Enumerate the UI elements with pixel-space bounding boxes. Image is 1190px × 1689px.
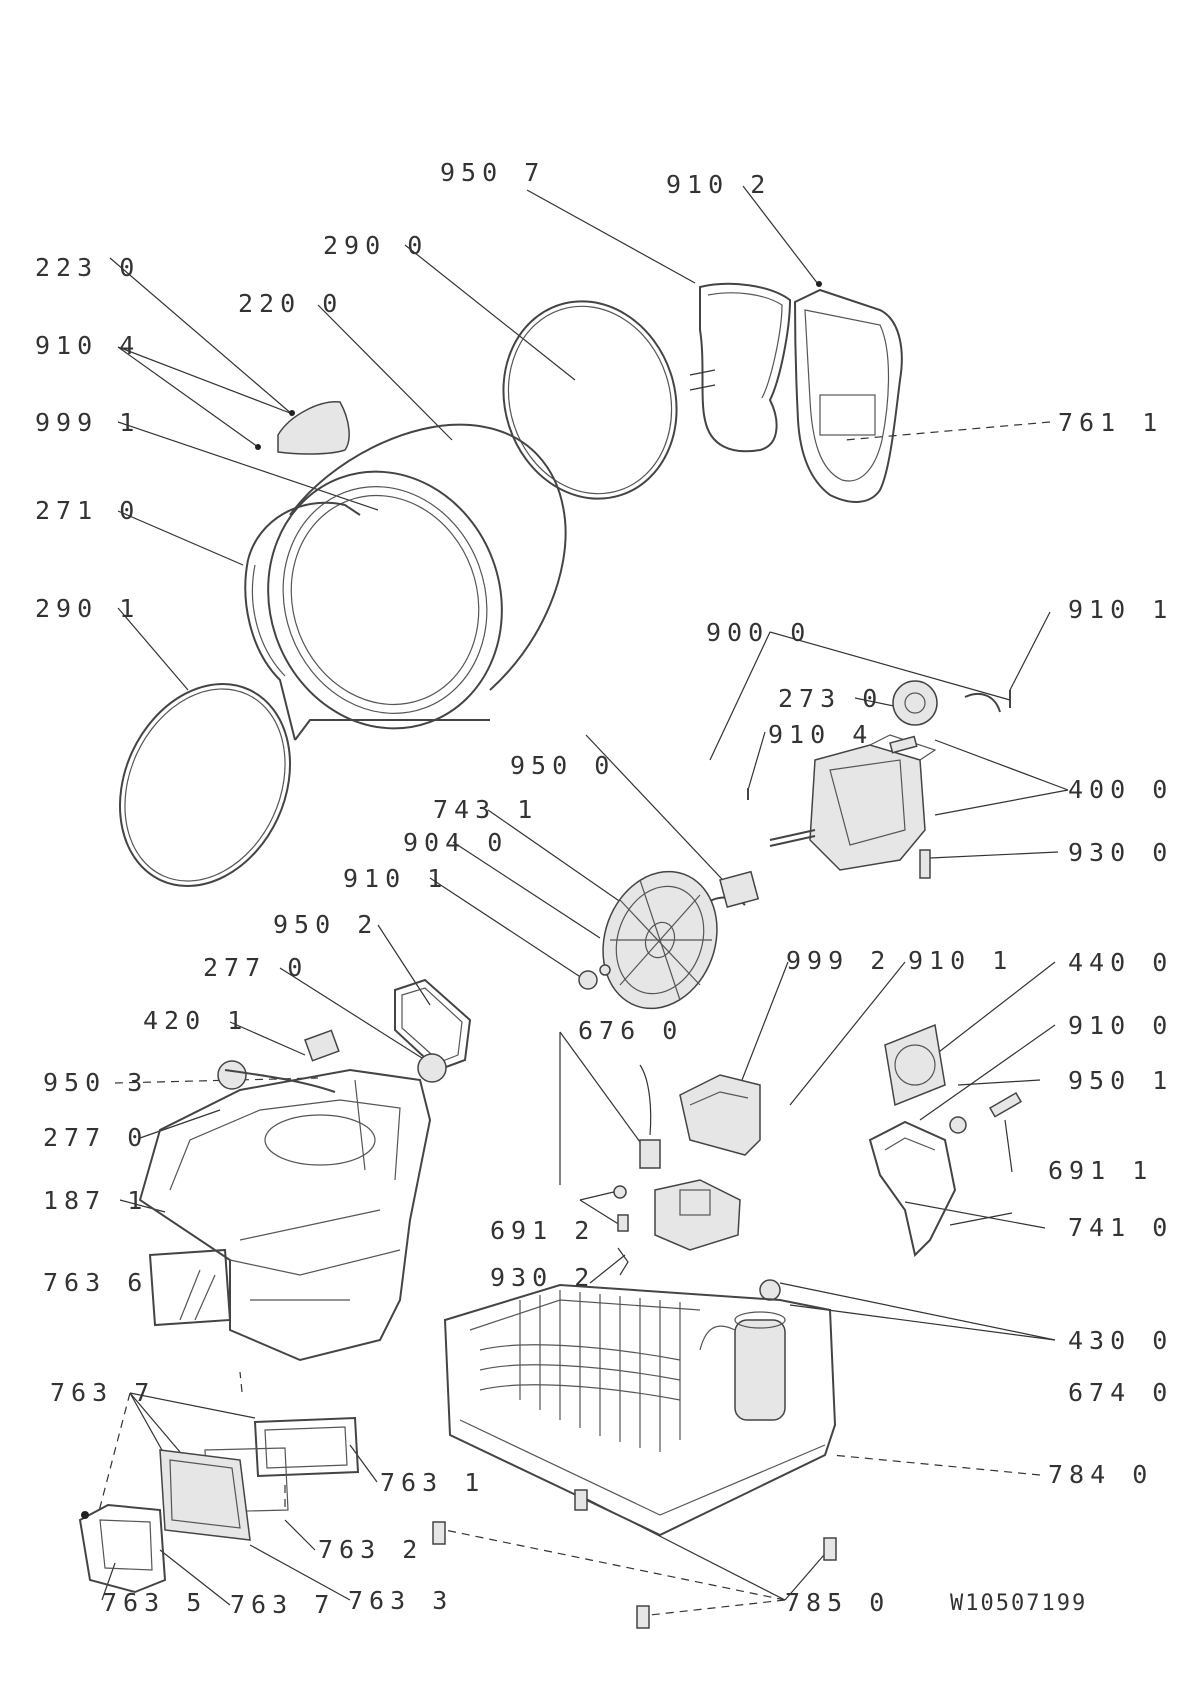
callout-691-2: 691 2 [490,1216,596,1245]
callout-420-1: 420 1 [143,1006,249,1035]
leader-lines [97,185,1069,1616]
callout-187-1: 187 1 [43,1186,149,1215]
callout-676-0: 676 0 [578,1016,684,1045]
callout-743-1: 743 1 [433,795,539,824]
callout-277-0-b: 277 0 [43,1123,149,1152]
callout-910-4-b: 910 4 [768,720,874,749]
callout-763-7-b: 763 7 [230,1590,336,1619]
callout-950-0: 950 0 [510,751,616,780]
drum-220-0 [267,423,567,730]
condenser-coil [479,1290,681,1452]
pump-430-0 [654,1179,741,1251]
callout-277-0-a: 277 0 [203,953,309,982]
callout-910-1-b: 910 1 [343,864,449,893]
filter-763-3 [159,1449,251,1541]
rear-seal-950-7 [689,282,792,453]
motor-hardware [747,690,1011,879]
base-187-1 [138,1068,432,1362]
callout-910-0: 910 0 [1068,1011,1174,1040]
base-784-0 [443,1283,837,1537]
callout-763-7-a: 763 7 [50,1378,156,1407]
callout-430-0: 430 0 [1068,1326,1174,1355]
document-id: W10507199 [950,1591,1088,1616]
gasket-950-2 [394,978,472,1072]
filter-frame-763-5 [78,1503,167,1594]
callout-910-1-c: 910 1 [908,946,1014,975]
callout-674-0: 674 0 [1068,1378,1174,1407]
callout-271-0: 271 0 [35,496,141,525]
callout-930-2: 930 2 [490,1263,596,1292]
callout-950-2: 950 2 [273,910,379,939]
drum-seal-290-0 [502,300,678,500]
front-seal-290-1 [118,683,292,887]
callout-220-0: 220 0 [238,289,344,318]
callout-273-0: 273 0 [778,684,884,713]
callout-930-0: 930 0 [1068,838,1174,867]
callout-290-1: 290 1 [35,594,141,623]
fan-440-0 [884,1023,946,1107]
callout-400-0: 400 0 [1068,775,1174,804]
callout-290-0: 290 0 [323,231,429,260]
callout-761-1: 761 1 [1058,408,1164,437]
drum-baffle-223-0 [255,401,350,455]
callout-999-1: 999 1 [35,408,141,437]
callout-763-6: 763 6 [43,1268,149,1297]
callout-785-0: 785 0 [785,1588,891,1617]
rear-bulkhead-761-1 [793,281,903,503]
callout-910-4: 910 4 [35,331,141,360]
callout-691-1: 691 1 [1048,1156,1154,1185]
pump-674-0 [759,1279,781,1301]
filter-763-6 [148,1248,232,1327]
callout-900-0: 900 0 [706,618,812,647]
callout-950-1: 950 1 [1068,1066,1174,1095]
feet-785-0 [432,1489,837,1629]
duct-741-0 [868,1091,1023,1257]
callout-763-5: 763 5 [102,1588,208,1617]
callout-763-2: 763 2 [318,1535,424,1564]
sensor-676-0 [613,1064,661,1276]
cover-999-2 [679,1074,761,1156]
callout-763-3: 763 3 [348,1586,454,1615]
base-small-parts [217,1029,447,1093]
callout-999-2: 999 2 [786,946,892,975]
blower-wheel-743-1 [602,870,718,1010]
callout-950-7: 950 7 [440,158,546,187]
callout-904-0: 904 0 [403,828,509,857]
callout-741-0: 741 0 [1068,1213,1174,1242]
callout-763-1: 763 1 [380,1468,486,1497]
drum-front-271-0 [244,501,490,741]
motor-400-0 [769,680,938,871]
filter-763-1 [253,1416,360,1478]
callout-223-0: 223 0 [35,253,141,282]
blower-small-parts [578,870,760,990]
callout-784-0: 784 0 [1048,1460,1154,1489]
callout-950-3: 950 3 [43,1068,149,1097]
callout-910-2: 910 2 [666,170,772,199]
compressor [699,1311,786,1421]
callout-440-0: 440 0 [1068,948,1174,977]
callout-910-1-a: 910 1 [1068,595,1174,624]
